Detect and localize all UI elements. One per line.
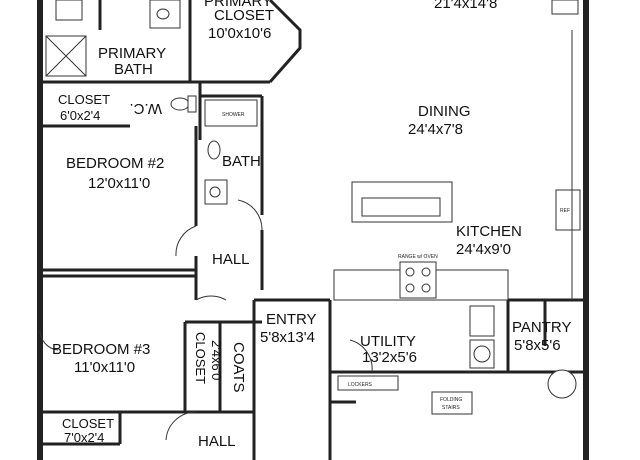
primary-bath-name: PRIMARY bbox=[98, 45, 166, 62]
bedroom3-name: BEDROOM #3 bbox=[52, 341, 150, 358]
primary-closet-name-line2: CLOSET bbox=[214, 7, 274, 24]
hall-b-name: HALL bbox=[198, 433, 236, 450]
dining-name: DINING bbox=[418, 103, 471, 120]
walls bbox=[37, 0, 589, 460]
coats-name: COATS bbox=[230, 342, 247, 393]
pantry-name: PANTRY bbox=[512, 319, 571, 336]
dining-dim: 24'4x7'8 bbox=[408, 121, 463, 138]
shower-label: SHOWER bbox=[222, 112, 245, 118]
primary-bath-name-line2: BATH bbox=[114, 61, 153, 78]
fixtures: SHOWER RANGE w/ OVEN REF LOCKERS FOLDING… bbox=[39, 0, 581, 441]
bedroom2-dim: 12'0x11'0 bbox=[88, 175, 150, 192]
kitchen-name: KITCHEN bbox=[456, 223, 522, 240]
pantry-dim: 5'8x5'6 bbox=[514, 337, 561, 354]
primary-closet-dim: 10'0x10'6 bbox=[208, 25, 271, 42]
living-dim: 21'4x14'8 bbox=[434, 0, 497, 12]
bedroom3-dim: 11'0x11'0 bbox=[74, 359, 135, 376]
closet-a-dim: 6'0x2'4 bbox=[60, 108, 100, 123]
stairs-label: STAIRS bbox=[442, 405, 460, 411]
kitchen-dim: 24'4x9'0 bbox=[456, 241, 511, 258]
closet-b-dim: 2'4x6'0 bbox=[209, 340, 224, 380]
bedroom2-name: BEDROOM #2 bbox=[66, 155, 164, 172]
primary-closet-name: PRIMARY bbox=[204, 0, 272, 10]
range-label: RANGE w/ OVEN bbox=[398, 254, 438, 260]
room-labels: PRIMARY CLOSET 10'0x10'6 21'4x14'8 PRIMA… bbox=[52, 0, 571, 450]
hall-a-name: HALL bbox=[212, 251, 250, 268]
closet-b-name: CLOSET bbox=[193, 332, 208, 384]
closet-c-name: CLOSET bbox=[62, 416, 114, 431]
folding-label: FOLDING bbox=[440, 397, 462, 403]
wc-name: W.C. bbox=[130, 100, 163, 117]
closet-a-name: CLOSET bbox=[58, 92, 110, 107]
ref-label: REF bbox=[560, 208, 570, 214]
utility-dim: 13'2x5'6 bbox=[362, 349, 417, 366]
closet-c-dim: 7'0x2'4 bbox=[64, 430, 104, 445]
bath-name: BATH bbox=[222, 153, 261, 170]
utility-name: UTILITY bbox=[360, 333, 416, 350]
entry-dim: 5'8x13'4 bbox=[260, 329, 315, 346]
lockers-label: LOCKERS bbox=[348, 382, 373, 388]
entry-name: ENTRY bbox=[266, 311, 317, 328]
